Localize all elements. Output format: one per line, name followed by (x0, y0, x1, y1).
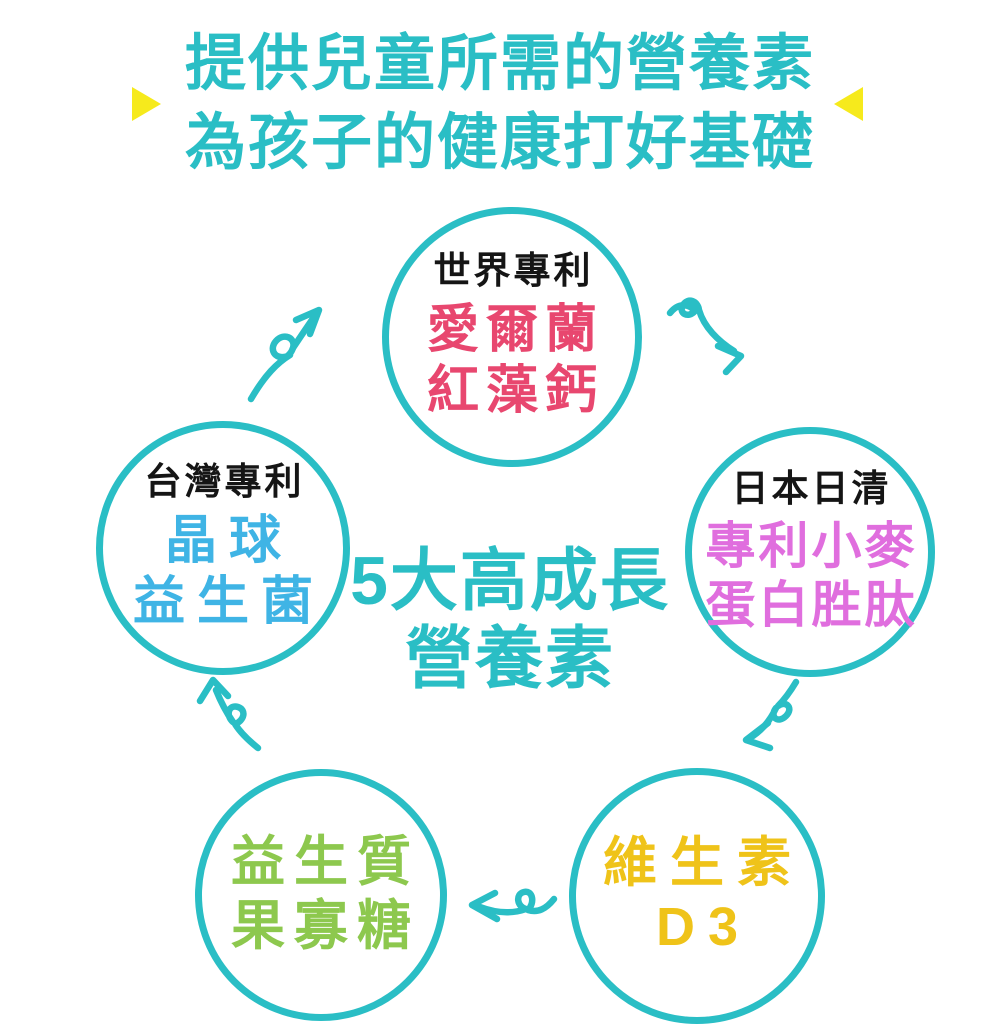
curly-arrow-up-right-icon (243, 293, 335, 405)
center-title: 5大高成長 營養素 (300, 542, 720, 698)
page-title-line1: 提供兒童所需的營養素 (184, 29, 815, 97)
nutrient-circle-prebiotic-fos: 益生質 果寡糖 (195, 769, 447, 1021)
nutrient-name-line1: 專利小麥 (705, 518, 918, 575)
nutrient-circle-vitamin-d3: 維生素 D3 (569, 768, 825, 1024)
nutrient-name-line2: D3 (655, 897, 752, 957)
nutrient-name-line2: 果寡糖 (231, 896, 420, 956)
nutrient-circle-probiotics: 台灣專利 晶球 益生菌 (96, 421, 350, 675)
nutrient-circle-red-algae-calcium: 世界專利 愛爾蘭 紅藻鈣 (382, 207, 642, 467)
nutrient-circle-wheat-peptide: 日本日清 專利小麥 蛋白胜肽 (685, 427, 935, 677)
curly-arrow-up-icon (190, 672, 266, 754)
nutrient-name-line1: 愛爾蘭 (426, 300, 604, 359)
center-title-line2: 營養素 (404, 621, 615, 697)
curly-arrow-down-right-icon (662, 297, 764, 379)
patent-badge: 日本日清 (731, 467, 892, 509)
center-title-line1: 5大高成長 (350, 543, 670, 619)
nutrient-name-line1: 益生質 (231, 832, 420, 893)
patent-badge: 世界專利 (433, 250, 594, 292)
curly-arrow-down-left-icon (733, 676, 805, 764)
nutrient-name-line2: 蛋白胜肽 (705, 577, 918, 634)
right-triangle-icon (132, 87, 161, 121)
nutrient-name-line1: 晶球 (164, 511, 293, 570)
nutrient-name-line2: 益生菌 (132, 573, 325, 632)
nutrient-name-line1: 維生素 (603, 833, 804, 894)
nutrient-name-line2: 紅藻鈣 (426, 362, 604, 421)
curly-arrow-left-icon (458, 882, 560, 934)
page-title-line2: 為孩子的健康打好基礎 (184, 108, 815, 176)
left-triangle-icon (834, 87, 863, 121)
patent-badge: 台灣專利 (144, 461, 305, 503)
page-title: 提供兒童所需的營養素 為孩子的健康打好基礎 (0, 24, 1000, 182)
